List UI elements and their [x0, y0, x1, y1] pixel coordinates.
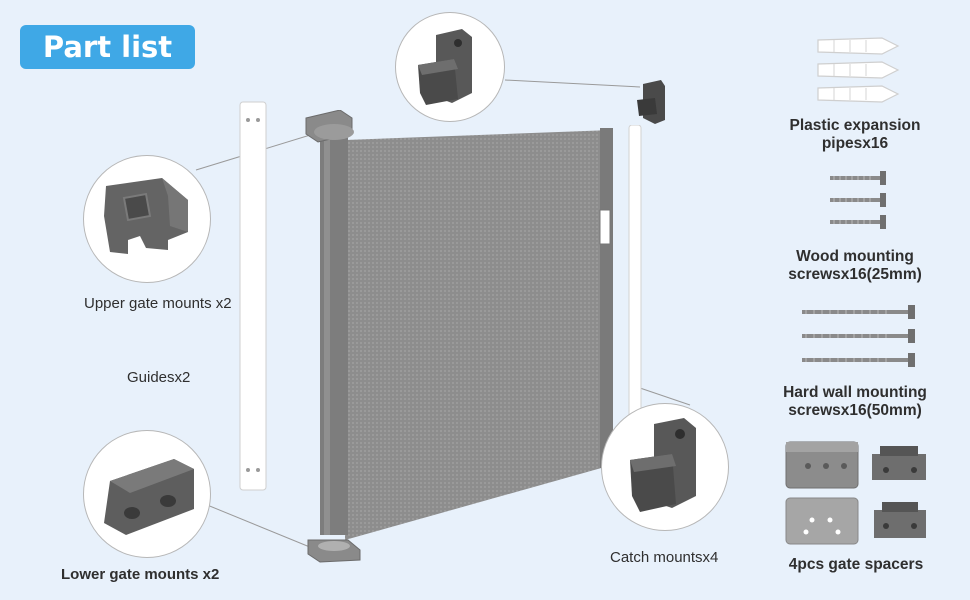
plastic-pipes-icon	[817, 37, 900, 103]
catch-mount-bottom-icon	[630, 418, 696, 512]
catch-mount-small	[637, 80, 665, 124]
plastic-label-line1: Plastic expansion	[789, 117, 921, 134]
catch-mount-bottom-circle	[601, 403, 729, 531]
upper-mounts-label: Upper gate mounts x2	[84, 295, 232, 312]
catch-mount-top-icon	[418, 29, 472, 105]
guide-strip-right	[628, 125, 642, 425]
hard-wall-screws-icon	[802, 305, 915, 367]
spacers-label: 4pcs gate spacers	[788, 556, 924, 573]
hard-label-line1: Hard wall mounting	[783, 384, 927, 401]
wood-screws-icon	[830, 171, 886, 229]
upper-gate-mount-circle	[83, 155, 211, 283]
wood-label-line1: Wood mounting	[796, 248, 914, 265]
part-list-badge: Part list	[20, 25, 195, 69]
catch-mounts-label: Catch mountsx4	[610, 549, 719, 566]
upper-gate-mount-icon	[104, 178, 188, 254]
guide-strip	[239, 101, 267, 491]
plastic-label-line2: pipesx16	[821, 135, 889, 152]
catch-mount-top-circle	[395, 12, 505, 122]
lower-gate-mount-icon	[104, 459, 194, 535]
wood-label-line2: screwsx16(25mm)	[788, 266, 922, 283]
lower-gate-mount-circle	[83, 430, 211, 558]
retractable-gate	[305, 110, 613, 563]
gate-spacers-icon	[785, 441, 926, 545]
guides-label: Guidesx2	[127, 369, 191, 386]
hard-label-line2: screwsx16(50mm)	[788, 402, 922, 419]
lower-mounts-label: Lower gate mounts x2	[61, 566, 220, 583]
